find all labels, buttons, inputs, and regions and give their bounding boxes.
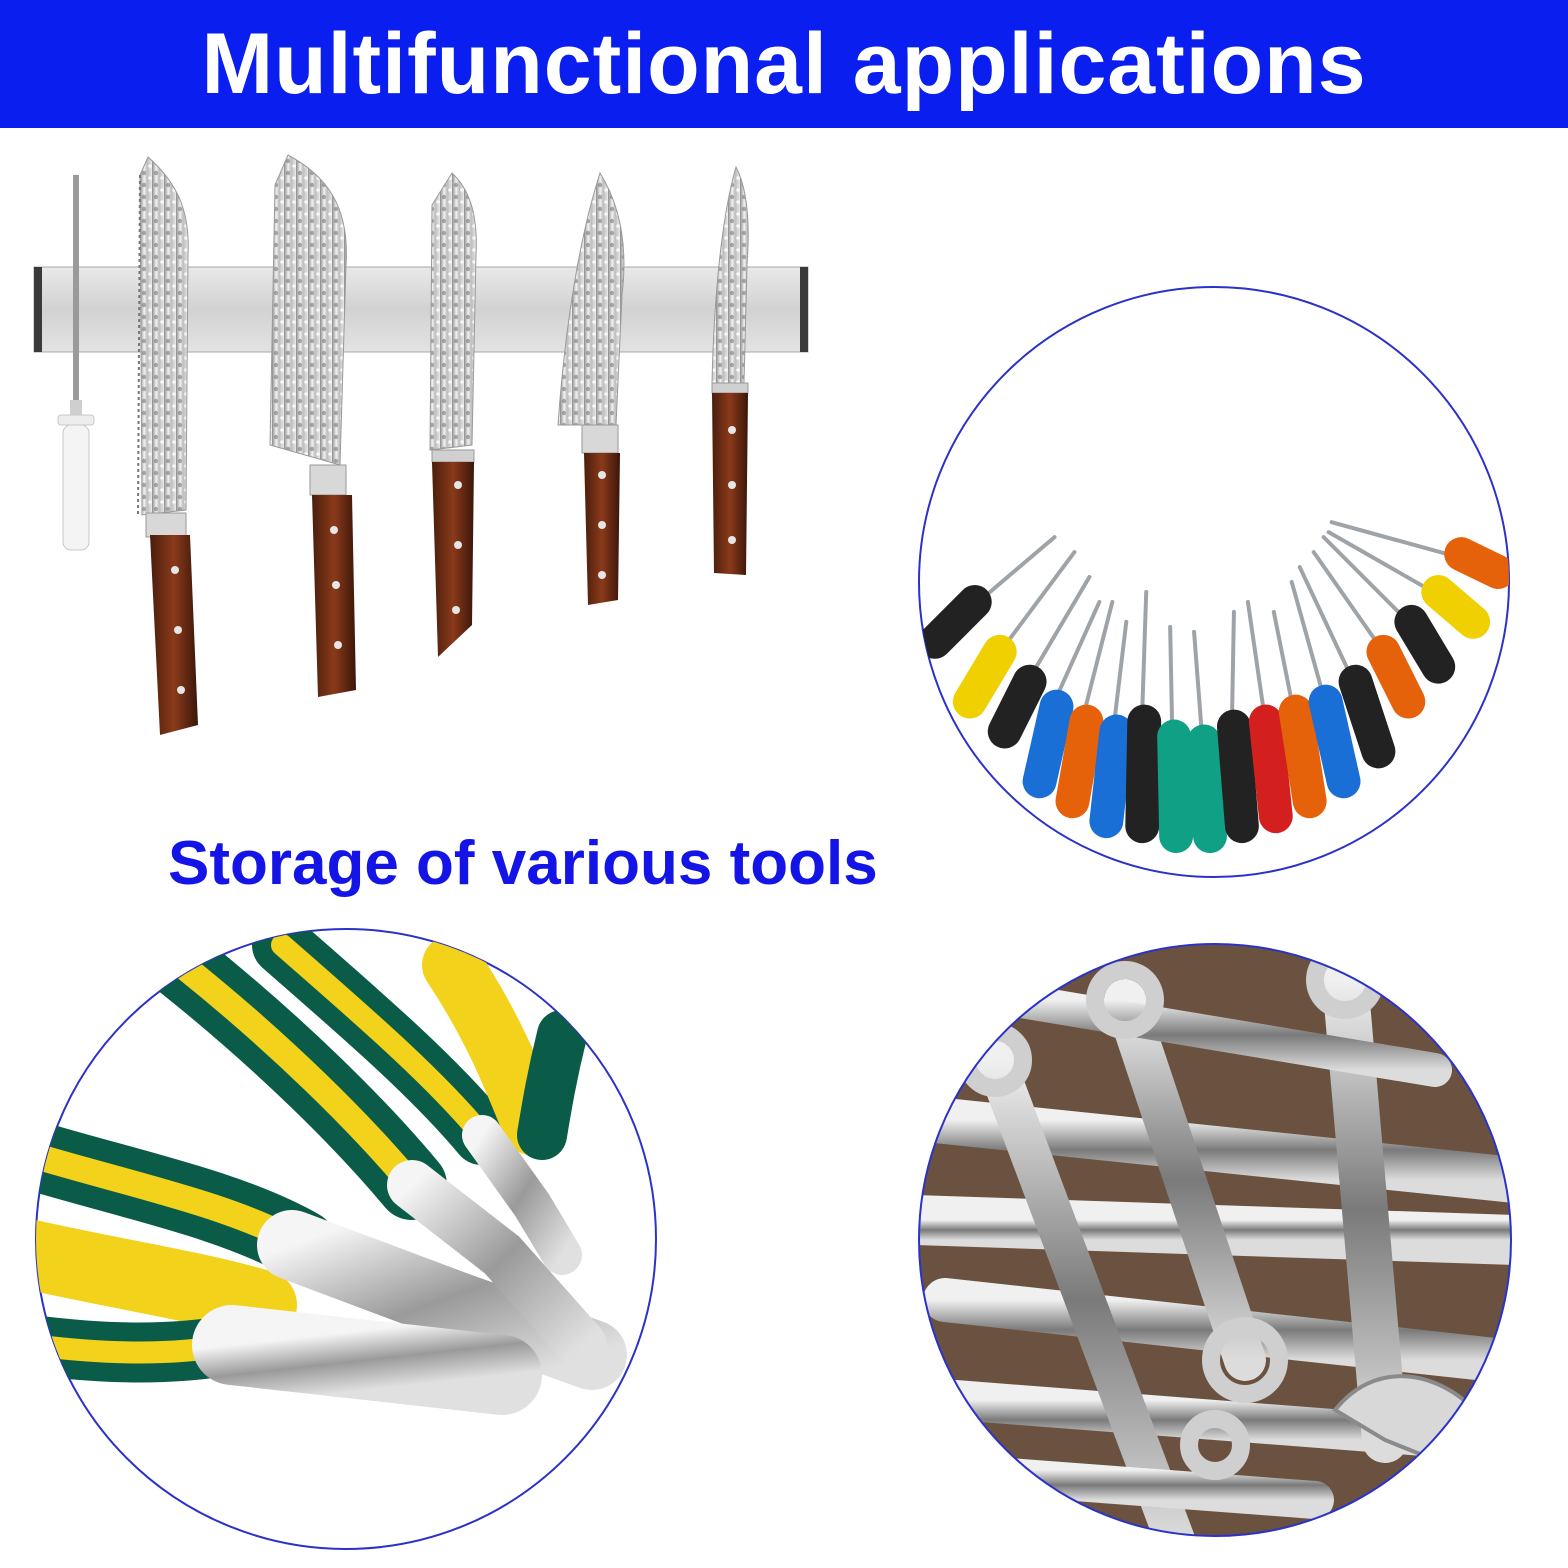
paring-knife-icon: [711, 165, 749, 575]
page-title: Multifunctional applications: [201, 15, 1367, 112]
utility-knife-icon: [429, 172, 477, 657]
wrenches-photo: [918, 943, 1512, 1537]
knife-strip-illustration: [33, 154, 809, 735]
screwdrivers-photo: [917, 285, 1511, 879]
chef-knife-icon: [557, 171, 625, 605]
sharpening-steel-icon: [57, 175, 95, 551]
section-subtitle: Storage of various tools: [168, 829, 878, 898]
pliers-photo: [35, 928, 657, 1550]
bread-knife-icon: [137, 156, 198, 735]
header-banner: Multifunctional applications: [0, 0, 1568, 128]
santoku-knife-icon: [269, 154, 356, 697]
